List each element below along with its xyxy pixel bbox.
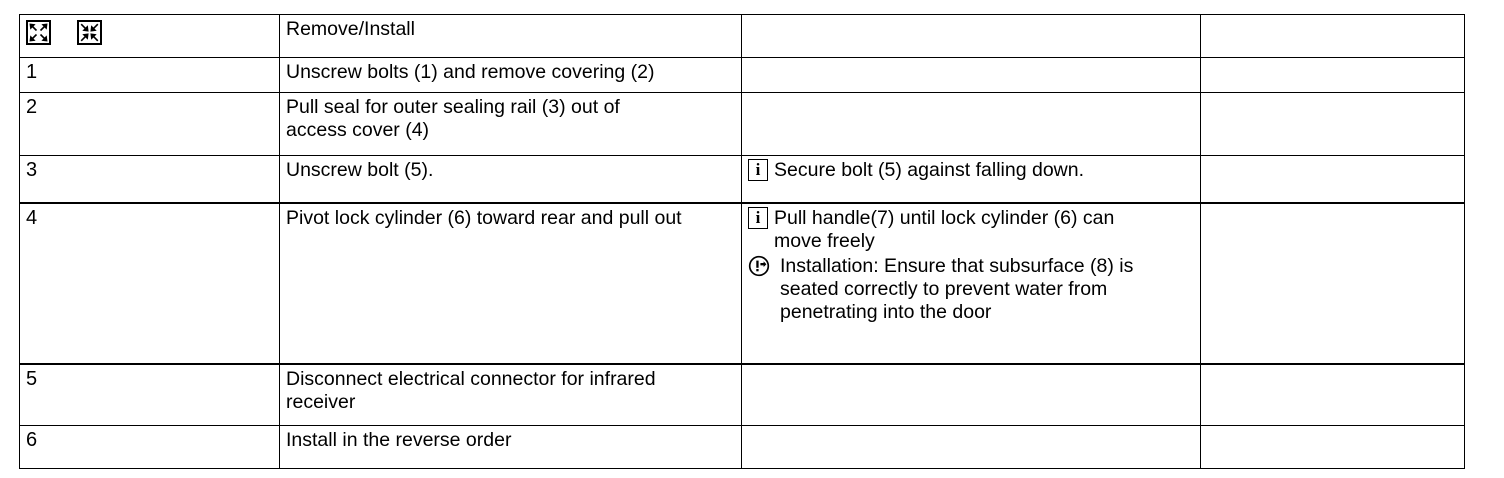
header-extra-cell [1200, 14, 1465, 58]
header-note-cell [741, 14, 1201, 58]
table-row: 2 Pull seal for outer sealing rail (3) o… [19, 92, 1465, 156]
procedure-table: Remove/Install 1 Unscrew bolts (1) and r… [19, 14, 1465, 469]
step-number-cell: 2 [19, 92, 280, 156]
task-text: Pull seal for outer sealing rail (3) out… [286, 96, 620, 141]
table-row: 6 Install in the reverse order [19, 425, 1465, 469]
task-cell: Pull seal for outer sealing rail (3) out… [279, 92, 742, 156]
task-cell: Pivot lock cylinder (6) toward rear and … [279, 202, 742, 365]
step-number-cell: 6 [19, 425, 280, 469]
task-text: Unscrew bolt (5). [286, 159, 434, 181]
extra-cell [1200, 363, 1465, 426]
note-text: Installation: Ensure that subsurface (8)… [780, 255, 1134, 323]
note-cell [741, 363, 1201, 426]
step-number: 2 [26, 96, 38, 118]
extra-cell [1200, 202, 1465, 365]
task-text: Unscrew bolts (1) and remove covering (2… [286, 61, 655, 83]
extra-cell [1200, 92, 1465, 156]
note-entry: i Secure bolt (5) against falling down. [748, 159, 1195, 182]
note-cell [741, 92, 1201, 156]
step-number-cell: 3 [19, 155, 280, 204]
step-number: 1 [26, 61, 38, 83]
extra-cell [1200, 57, 1465, 93]
task-text: Disconnect electrical connector for infr… [286, 368, 656, 413]
task-cell: Unscrew bolts (1) and remove covering (2… [279, 57, 742, 93]
note-cell: i Pull handle(7) until lock cylinder (6)… [741, 202, 1201, 365]
info-icon: i [748, 159, 768, 181]
step-number: 3 [26, 159, 38, 181]
note-cell [741, 57, 1201, 93]
table-row: 5 Disconnect electrical connector for in… [19, 363, 1465, 426]
note-text: Secure bolt (5) against falling down. [774, 159, 1085, 181]
extra-cell [1200, 155, 1465, 204]
step-number-cell: 1 [19, 57, 280, 93]
step-number-cell: 4 [19, 202, 280, 365]
note-entry: i Pull handle(7) until lock cylinder (6)… [748, 207, 1195, 253]
step-number: 4 [26, 207, 38, 229]
expand-remove-icon[interactable] [26, 20, 51, 45]
attention-note-icon [748, 255, 770, 277]
info-icon: i [748, 207, 768, 229]
task-cell: Disconnect electrical connector for infr… [279, 363, 742, 426]
table-row: 4 Pivot lock cylinder (6) toward rear an… [19, 202, 1465, 365]
task-text: Pivot lock cylinder (6) toward rear and … [286, 207, 682, 229]
step-number: 5 [26, 368, 38, 390]
note-entry: Installation: Ensure that subsurface (8)… [748, 255, 1195, 324]
header-title-cell: Remove/Install [279, 14, 742, 58]
header-icon-cell [19, 14, 280, 58]
table-row: 1 Unscrew bolts (1) and remove covering … [19, 57, 1465, 93]
note-cell [741, 425, 1201, 469]
task-text: Install in the reverse order [286, 429, 512, 451]
page-title: Remove/Install [286, 18, 415, 40]
table-row-header: Remove/Install [19, 14, 1465, 58]
extra-cell [1200, 425, 1465, 469]
note-text: Pull handle(7) until lock cylinder (6) c… [774, 207, 1115, 252]
step-number-cell: 5 [19, 363, 280, 426]
note-cell: i Secure bolt (5) against falling down. [741, 155, 1201, 204]
table-row: 3 Unscrew bolt (5). i Secure bolt (5) ag… [19, 155, 1465, 204]
step-number: 6 [26, 429, 38, 451]
task-cell: Unscrew bolt (5). [279, 155, 742, 204]
task-cell: Install in the reverse order [279, 425, 742, 469]
collapse-install-icon[interactable] [77, 20, 102, 45]
